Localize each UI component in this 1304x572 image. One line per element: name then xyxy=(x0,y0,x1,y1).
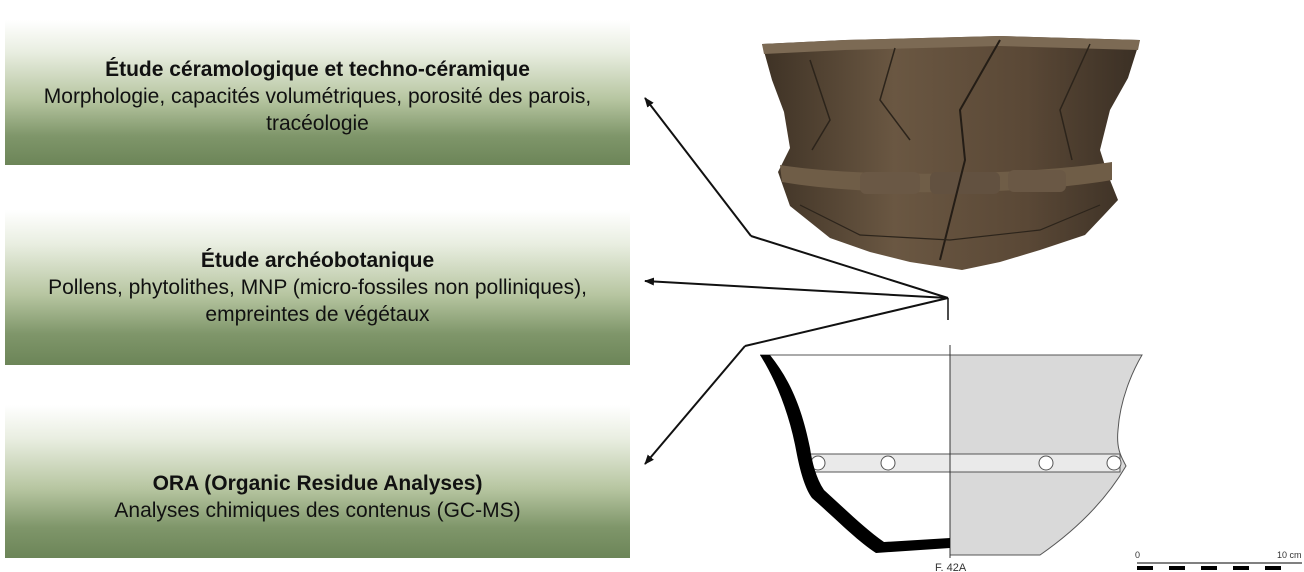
scale-bar: 0 10 cm xyxy=(1135,550,1302,570)
arrow-to-ora xyxy=(745,298,948,346)
pot-technical-drawing xyxy=(760,345,1142,558)
scale-max-label: 10 cm xyxy=(1277,550,1302,560)
drawing-decor-band xyxy=(806,454,1120,472)
pot-body xyxy=(762,36,1140,270)
scale-min-label: 0 xyxy=(1135,550,1140,560)
specimen-label: F. 42A xyxy=(935,562,967,572)
pot-photo xyxy=(762,36,1140,270)
